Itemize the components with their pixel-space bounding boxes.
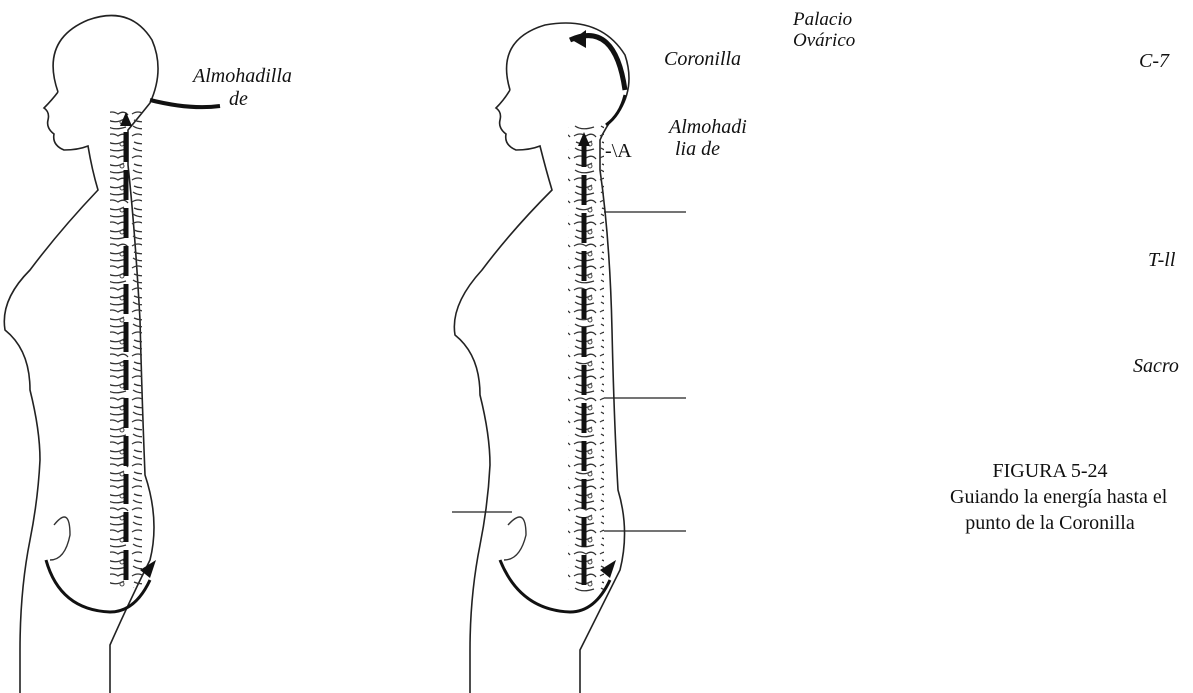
label-t11: T-ll — [1148, 249, 1175, 271]
label-mid-pad-1: Almohadi — [669, 116, 747, 138]
caption-line-1: Guiando la energía hasta el — [950, 484, 1150, 510]
label-mid-pad-2: lia de — [675, 138, 720, 160]
label-c7: C-7 — [1139, 50, 1169, 72]
middle-figure — [452, 23, 686, 693]
caption-line-2: punto de la Coronilla — [950, 510, 1150, 536]
label-palace-1: Palacio — [793, 9, 852, 31]
middle-head-outline — [507, 23, 629, 693]
left-figure — [4, 16, 220, 693]
figure-caption: FIGURA 5-24 Guiando la energía hasta el … — [950, 458, 1150, 536]
left-face-profile — [4, 92, 98, 693]
label-sacrum: Sacro — [1133, 355, 1179, 377]
label-crown: Coronilla — [664, 48, 741, 70]
label-left-pad-1: Almohadilla — [193, 65, 292, 87]
label-palace-2: Ovárico — [793, 30, 855, 52]
label-left-pad-2: de — [229, 88, 248, 110]
caption-figure-number: FIGURA 5-24 — [950, 458, 1150, 484]
label-arrow-mark: -\A — [605, 140, 632, 162]
left-hair-tie — [150, 100, 220, 107]
